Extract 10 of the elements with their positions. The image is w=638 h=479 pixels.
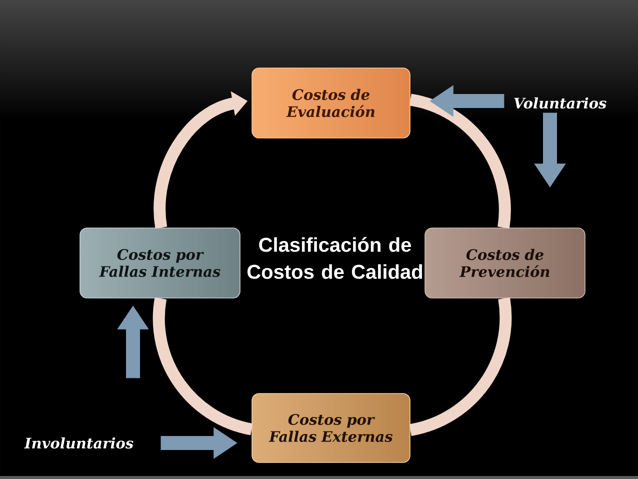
center-heading: Clasificación de Costos de Calidad (247, 237, 422, 279)
cycle-arc (409, 298, 512, 436)
cycle-arc (409, 94, 511, 228)
cost-box: Costos por Fallas Externas (252, 393, 410, 463)
cost-box: Costos de Prevención (424, 228, 586, 298)
category-label: Involuntarios (24, 437, 134, 449)
cost-box: Costos por Fallas Internas (80, 228, 240, 298)
cycle-arc (152, 298, 254, 436)
category-label: Voluntarios (514, 97, 606, 109)
cost-box: Costos de Evaluación (252, 68, 410, 138)
